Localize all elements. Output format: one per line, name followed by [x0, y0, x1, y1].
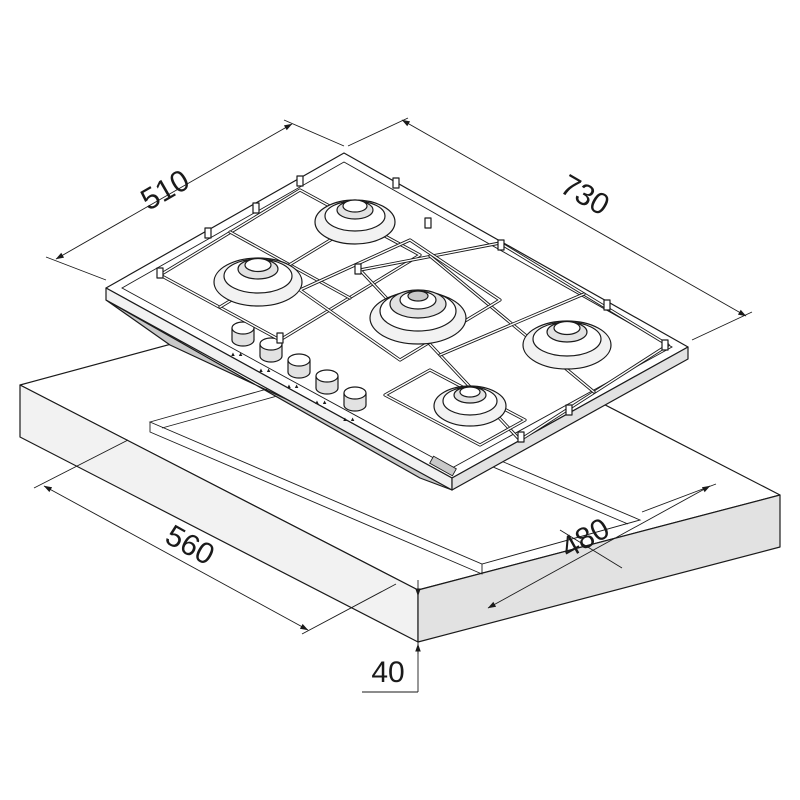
dimension-510-label: 510 [135, 164, 195, 218]
svg-text:▲ ▲: ▲ ▲ [230, 352, 244, 358]
dimension-40: 40 [362, 580, 421, 693]
control-knobs: ▲ ▲ ▲ ▲ ▲ ▲ ▲ ▲ [230, 321, 367, 423]
svg-text:▲ ▲: ▲ ▲ [342, 417, 356, 423]
svg-text:▲ ▲: ▲ ▲ [286, 384, 300, 390]
burner-right [522, 320, 612, 370]
brand-plate [429, 455, 457, 477]
burner-left [213, 257, 303, 307]
dimension-730-label: 730 [555, 169, 615, 223]
knob-3: ▲ ▲ [286, 353, 311, 390]
knob-4: ▲ ▲ [314, 369, 339, 406]
svg-text:▲ ▲: ▲ ▲ [258, 368, 272, 374]
knob-5: ▲ ▲ [342, 386, 367, 423]
dimension-40-label: 40 [371, 656, 404, 689]
svg-text:▲ ▲: ▲ ▲ [314, 400, 328, 406]
knob-1: ▲ ▲ [230, 321, 255, 358]
burner-rear [314, 199, 396, 245]
burner-front [433, 385, 507, 427]
